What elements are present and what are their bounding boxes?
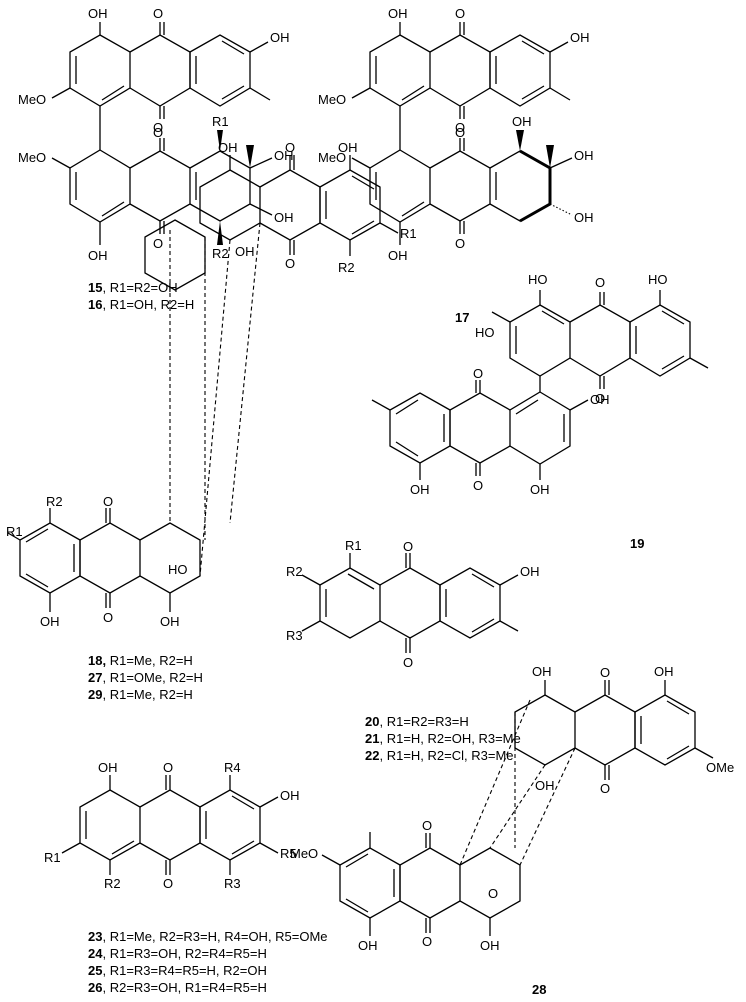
svg-text:OH: OH	[274, 210, 294, 225]
svg-text:R2: R2	[46, 494, 63, 509]
structure-15-16: OH O O OH MeO O O MeO OH R1 R2 OH OH 15,…	[18, 6, 294, 312]
svg-text:19: 19	[630, 536, 644, 551]
svg-text:O: O	[488, 886, 498, 901]
svg-text:O: O	[153, 6, 163, 21]
svg-text:O: O	[455, 125, 465, 140]
svg-text:O: O	[455, 236, 465, 251]
svg-text:25, R1=R3=R4=R5=H, R2=OH: 25, R1=R3=R4=R5=H, R2=OH	[88, 963, 267, 978]
svg-text:17: 17	[455, 310, 469, 325]
svg-text:MeO: MeO	[318, 92, 346, 107]
svg-text:OH: OH	[280, 788, 300, 803]
svg-text:O: O	[285, 256, 295, 271]
svg-text:R2: R2	[286, 564, 303, 579]
svg-text:O: O	[103, 610, 113, 625]
svg-text:OH: OH	[590, 392, 610, 407]
svg-text:OH: OH	[530, 482, 550, 497]
svg-text:OH: OH	[574, 210, 594, 225]
svg-text:O: O	[163, 760, 173, 775]
svg-text:OH: OH	[520, 564, 540, 579]
svg-text:OH: OH	[88, 248, 108, 263]
svg-text:OH: OH	[512, 114, 532, 129]
svg-text:O: O	[473, 478, 483, 493]
svg-text:O: O	[422, 818, 432, 833]
svg-text:O: O	[153, 236, 163, 251]
svg-text:22, R1=H, R2=Cl, R3=Me: 22, R1=H, R2=Cl, R3=Me	[365, 748, 514, 763]
svg-text:OH: OH	[388, 248, 408, 263]
svg-text:26, R2=R3=OH, R1=R4=R5=H: 26, R2=R3=OH, R1=R4=R5=H	[88, 980, 267, 995]
svg-text:MeO: MeO	[18, 92, 46, 107]
svg-text:OH: OH	[654, 664, 674, 679]
svg-text:29, R1=Me, R2=H: 29, R1=Me, R2=H	[88, 687, 193, 702]
svg-text:OH: OH	[98, 760, 118, 775]
svg-text:OH: OH	[235, 244, 255, 259]
structure-19: HO O HO O HO O O OH OH OH 19	[371, 272, 709, 551]
svg-text:O: O	[473, 366, 483, 381]
svg-text:OMe: OMe	[706, 760, 734, 775]
svg-text:HO: HO	[528, 272, 548, 287]
svg-text:R4: R4	[224, 760, 241, 775]
svg-text:OH: OH	[480, 938, 500, 953]
structure-17: OH O O OH MeO O O MeO OH OH OH OH 17	[318, 6, 594, 325]
svg-text:24, R1=R3=OH, R2=R4=R5=H: 24, R1=R3=OH, R2=R4=R5=H	[88, 946, 267, 961]
svg-text:HO: HO	[168, 562, 188, 577]
svg-text:O: O	[600, 665, 610, 680]
svg-text:MeO: MeO	[290, 846, 318, 861]
svg-text:15, R1=R2=OH: 15, R1=R2=OH	[88, 280, 178, 295]
svg-text:O: O	[103, 494, 113, 509]
svg-text:O: O	[455, 6, 465, 21]
svg-text:R2: R2	[104, 876, 121, 891]
svg-text:R5: R5	[280, 846, 297, 861]
svg-text:O: O	[163, 876, 173, 891]
structure-18-27-29: OH O OH O OH R1 R2 O O R2 R1 OH OH HO 18…	[6, 140, 417, 702]
svg-text:OH: OH	[40, 614, 60, 629]
svg-text:20, R1=R2=R3=H: 20, R1=R2=R3=H	[365, 714, 469, 729]
svg-text:O: O	[153, 125, 163, 140]
svg-text:R3: R3	[224, 876, 241, 891]
svg-text:R1: R1	[6, 524, 23, 539]
svg-text:OH: OH	[270, 30, 290, 45]
svg-text:28: 28	[532, 982, 546, 997]
svg-text:R1: R1	[400, 226, 417, 241]
svg-text:OH: OH	[160, 614, 180, 629]
svg-text:O: O	[600, 781, 610, 796]
svg-text:O: O	[403, 655, 413, 670]
svg-text:OH: OH	[338, 140, 358, 155]
structure-28: OH O OH O OH OMe O O MeO OH OH O 28	[290, 664, 734, 997]
svg-text:R1: R1	[44, 850, 61, 865]
svg-text:OH: OH	[570, 30, 590, 45]
svg-text:16, R1=OH, R2=H: 16, R1=OH, R2=H	[88, 297, 194, 312]
svg-text:R1: R1	[345, 538, 362, 553]
svg-text:18, R1=Me, R2=H: 18, R1=Me, R2=H	[88, 653, 193, 668]
svg-text:O: O	[455, 120, 465, 135]
svg-text:27, R1=OMe, R2=H: 27, R1=OMe, R2=H	[88, 670, 203, 685]
svg-text:O: O	[403, 539, 413, 554]
structure-20-21-22: O O R1 R2 R3 OH 20, R1=R2=R3=H 21, R1=H,…	[286, 538, 540, 763]
svg-text:O: O	[422, 934, 432, 949]
svg-text:OH: OH	[274, 148, 294, 163]
svg-text:R2: R2	[212, 246, 229, 261]
svg-text:HO: HO	[475, 325, 495, 340]
svg-text:OH: OH	[574, 148, 594, 163]
svg-text:HO: HO	[648, 272, 668, 287]
svg-text:21, R1=H, R2=OH, R3=Me: 21, R1=H, R2=OH, R3=Me	[365, 731, 521, 746]
svg-text:OH: OH	[410, 482, 430, 497]
svg-text:OH: OH	[535, 778, 555, 793]
svg-text:O: O	[595, 391, 605, 406]
svg-text:OH: OH	[388, 6, 408, 21]
svg-text:R1: R1	[212, 114, 229, 129]
svg-text:23, R1=Me, R2=R3=H, R4=OH, R5=: 23, R1=Me, R2=R3=H, R4=OH, R5=OMe	[88, 929, 328, 944]
svg-text:R3: R3	[286, 628, 303, 643]
structure-23-26: OH O O R4 OH R5 R1 R2 R3 23, R1=Me, R2=R…	[44, 760, 328, 995]
svg-text:MeO: MeO	[318, 150, 346, 165]
svg-text:OH: OH	[88, 6, 108, 21]
svg-text:OH: OH	[218, 140, 238, 155]
svg-text:R2: R2	[338, 260, 355, 275]
svg-text:O: O	[285, 140, 295, 155]
svg-text:MeO: MeO	[18, 150, 46, 165]
svg-text:O: O	[595, 275, 605, 290]
svg-text:O: O	[153, 120, 163, 135]
svg-text:OH: OH	[532, 664, 552, 679]
svg-text:OH: OH	[358, 938, 378, 953]
